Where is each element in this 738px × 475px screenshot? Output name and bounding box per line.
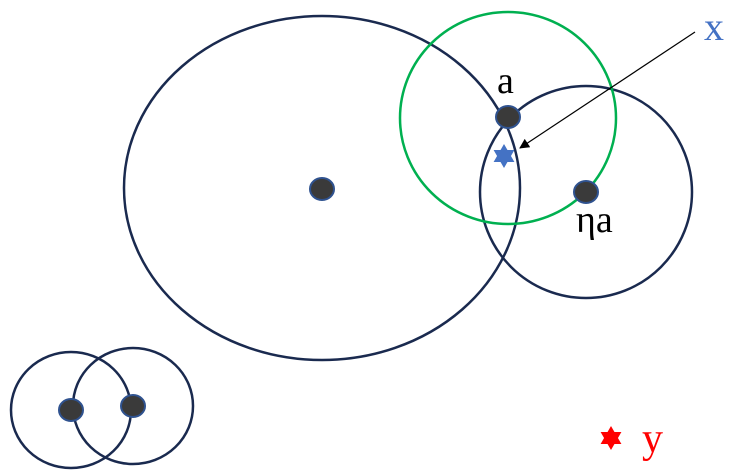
red-star-icon	[600, 426, 622, 450]
center-large-dot	[309, 177, 335, 201]
large-circle	[122, 14, 522, 362]
small-right-dot	[120, 394, 146, 418]
label-x: x	[704, 4, 724, 49]
point-a-dot	[495, 105, 521, 129]
green-circle	[398, 10, 618, 226]
blue-star-icon	[493, 144, 515, 168]
label-a: a	[497, 60, 514, 102]
right-circle	[478, 84, 694, 300]
point-eta-a-dot	[573, 180, 599, 204]
x-pointer-arrow	[519, 31, 696, 149]
small-left-dot	[58, 398, 84, 422]
label-eta-a: ηa	[576, 199, 613, 241]
label-y: y	[642, 416, 663, 462]
